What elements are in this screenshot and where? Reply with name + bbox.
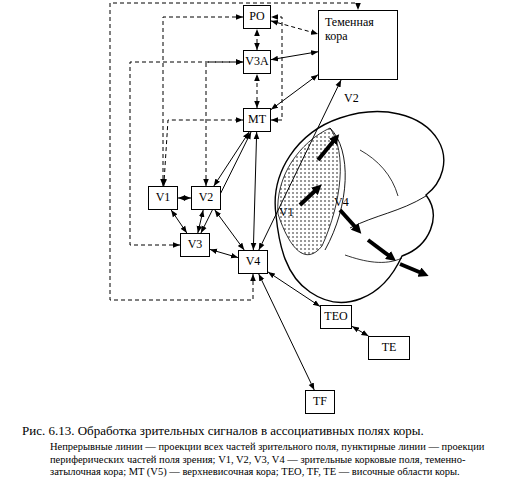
area-name: TEO	[324, 310, 347, 324]
projection-line	[178, 198, 191, 199]
area-box: V3	[180, 233, 210, 257]
area-box: V3A	[243, 50, 271, 74]
figure-caption: Рис. 6.13. Обработка зрительных сигналов…	[22, 423, 522, 439]
projection-line	[271, 75, 318, 110]
area-name: Теменная кора	[325, 16, 391, 44]
area-name: V1	[156, 191, 171, 205]
projection-line	[171, 210, 187, 233]
area-label: V1	[279, 206, 303, 219]
area-label: V2	[344, 92, 374, 105]
lateral-sulcus	[350, 196, 426, 228]
projection-line	[164, 120, 243, 186]
area-name: TF	[313, 395, 327, 409]
area-name: TE	[382, 341, 397, 355]
flow-arrow	[400, 264, 424, 274]
area-box: PO	[243, 5, 271, 29]
area-name: V3	[188, 238, 203, 252]
area-box: V1	[148, 186, 178, 210]
projection-line	[210, 249, 238, 257]
area-name: MT	[248, 113, 266, 127]
flow-arrow	[300, 188, 318, 205]
area-box: TF	[305, 390, 335, 414]
projection-line	[271, 52, 318, 60]
projection-line	[259, 80, 341, 250]
projection-line	[215, 210, 244, 250]
flow-arrow	[340, 210, 358, 230]
projection-line	[257, 74, 258, 108]
projection-line	[253, 132, 256, 250]
area-box: MT	[243, 108, 271, 132]
area-label: V4	[334, 196, 358, 209]
projection-line	[352, 326, 368, 336]
central-sulcus	[360, 150, 398, 196]
area-box: TE	[368, 336, 410, 360]
area-box: V4	[238, 250, 268, 274]
projection-line	[268, 272, 320, 306]
projection-line	[130, 62, 243, 245]
area-box: V2	[191, 186, 221, 210]
brain-outline	[275, 112, 444, 303]
projection-line	[201, 132, 251, 233]
temporal-sulcus	[345, 255, 402, 262]
projection-line	[271, 21, 318, 34]
projection-line	[206, 62, 243, 186]
flow-arrow	[318, 138, 336, 160]
area-name: V3A	[245, 55, 268, 69]
flow-arrow	[368, 240, 392, 258]
projection-line	[271, 17, 282, 120]
projection-line	[163, 17, 243, 186]
area-box: Теменная кора	[318, 10, 398, 80]
area-name: V4	[246, 255, 261, 269]
area-name: PO	[249, 10, 264, 24]
projection-line	[257, 29, 258, 50]
figure-note: Непрерывные линии — проекции всех частей…	[50, 441, 512, 478]
projection-line	[259, 274, 315, 390]
projection-line	[214, 132, 249, 186]
area-name: V2	[199, 191, 214, 205]
area-box: TEO	[320, 305, 352, 329]
